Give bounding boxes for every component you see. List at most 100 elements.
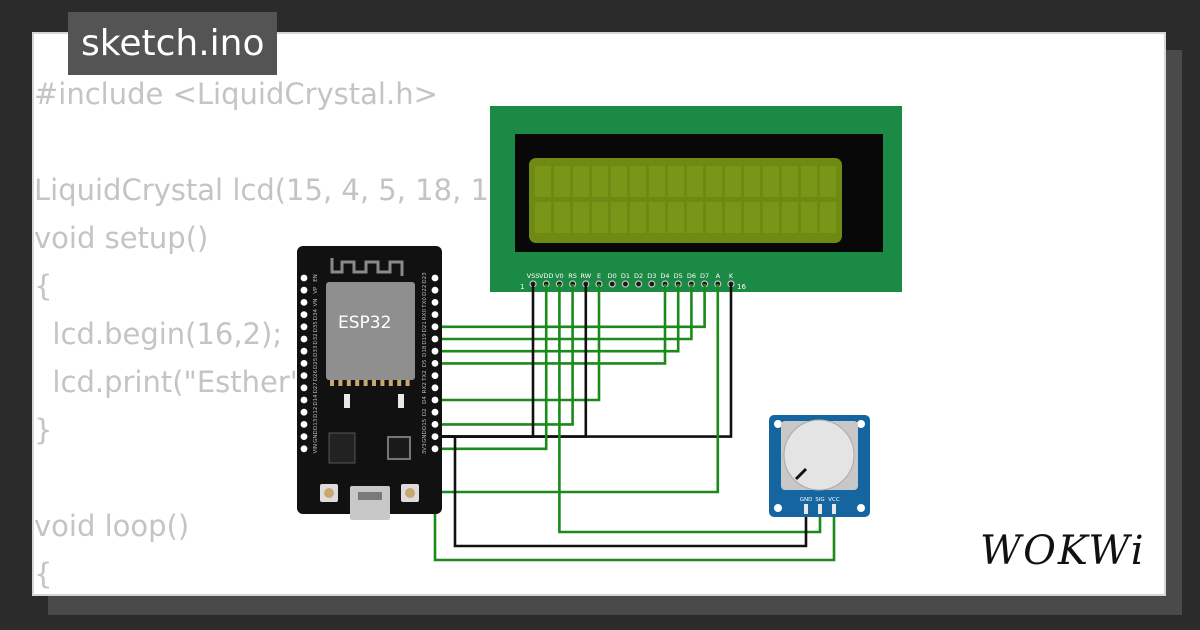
wire[interactable]	[435, 284, 588, 438]
lcd-pin-label: V0	[555, 272, 564, 280]
lcd-pin[interactable]	[648, 280, 656, 288]
esp32-pin[interactable]	[300, 299, 308, 306]
esp32-pin[interactable]	[431, 360, 439, 367]
esp32-pin-label: D26	[313, 369, 319, 381]
lcd-cell	[611, 166, 627, 197]
pot-knob-indicator	[794, 467, 808, 481]
esp32-pin[interactable]	[431, 335, 439, 343]
esp32-pin[interactable]	[300, 286, 308, 294]
esp32-pin[interactable]	[300, 335, 308, 343]
module-leg	[397, 380, 402, 386]
esp32-pin-label: GND	[422, 430, 428, 443]
wires[interactable]	[433, 284, 836, 562]
file-name-tab: sketch.ino	[68, 12, 278, 75]
lcd-cell	[706, 202, 722, 233]
lcd-pin-label: D5	[674, 272, 683, 280]
code-line: {	[34, 557, 53, 591]
lcd-cell	[820, 166, 836, 197]
esp32-pin[interactable]	[431, 384, 439, 392]
esp32-pin[interactable]	[431, 421, 439, 428]
code-line: void loop()	[34, 509, 190, 543]
pot-pin-label: GND	[800, 497, 813, 503]
code-line: lcd.print("Esther");	[34, 365, 325, 399]
lcd-pin-label: D0	[608, 272, 617, 280]
lcd-pin-last: 16	[737, 283, 746, 291]
esp32-pin[interactable]	[431, 311, 439, 318]
wire[interactable]	[435, 284, 601, 402]
esp32-devkit[interactable]: ESP32 ENVPVND34D35D32D33D25D26D27D14D12D…	[297, 246, 442, 520]
lcd-cell	[668, 202, 684, 233]
smd-component	[344, 394, 350, 408]
wire[interactable]	[435, 284, 706, 329]
lcd-pin-label: A	[716, 272, 721, 280]
esp32-pin-label: D23	[422, 272, 428, 284]
wire[interactable]	[435, 284, 733, 438]
esp32-pin[interactable]	[300, 421, 308, 428]
esp32-pin[interactable]	[300, 372, 308, 379]
esp32-pin[interactable]	[300, 274, 308, 282]
lcd-pin-label: RS	[568, 272, 577, 280]
esp32-pin-label: D5	[422, 359, 428, 367]
lcd-pin-label: D1	[621, 272, 630, 280]
esp32-pin-label: RX2	[422, 382, 428, 393]
esp32-pin[interactable]	[431, 433, 439, 440]
esp32-pin[interactable]	[431, 299, 439, 306]
lcd-pin-label: D7	[700, 272, 709, 280]
esp32-pin-label: RX0	[422, 309, 428, 321]
esp32-pin[interactable]	[300, 408, 308, 416]
esp32-pin[interactable]	[300, 311, 308, 318]
wire[interactable]	[435, 284, 574, 426]
code-line: }	[34, 413, 53, 447]
wire[interactable]	[435, 284, 693, 341]
pot-pin[interactable]	[804, 504, 808, 514]
esp32-pin[interactable]	[431, 408, 439, 416]
code-line: void setup()	[34, 221, 209, 255]
pot-pin[interactable]	[832, 504, 836, 514]
esp32-pin-label: D34	[313, 308, 319, 320]
esp32-pin[interactable]	[431, 286, 439, 294]
esp32-pin-label: D19	[422, 333, 428, 345]
usb-chip	[387, 436, 411, 460]
esp32-pin[interactable]	[300, 347, 308, 355]
esp32-pin[interactable]	[300, 384, 308, 392]
lcd-cell	[554, 202, 570, 233]
boot-button-cap	[324, 488, 334, 498]
lcd-pin[interactable]	[634, 280, 643, 288]
wire[interactable]	[433, 284, 720, 494]
esp32-pin[interactable]	[431, 396, 439, 404]
module-legs	[330, 380, 410, 386]
wire[interactable]	[435, 435, 808, 548]
esp32-pin[interactable]	[431, 445, 439, 453]
esp32-chip-label: ESP32	[338, 313, 391, 333]
lcd-cell	[744, 166, 760, 197]
wire[interactable]	[435, 284, 548, 451]
esp32-pin[interactable]	[300, 445, 308, 453]
lcd-pin[interactable]	[608, 280, 616, 288]
wire[interactable]	[435, 284, 667, 365]
wire[interactable]	[435, 284, 535, 438]
esp32-pin[interactable]	[300, 323, 308, 331]
lcd-cell	[801, 202, 817, 233]
esp32-pin-label: D32	[313, 333, 319, 344]
esp32-pin[interactable]	[431, 323, 439, 331]
lcd-cell	[820, 202, 836, 233]
wire[interactable]	[435, 284, 680, 353]
esp32-pin[interactable]	[300, 433, 308, 440]
lcd-cell	[706, 166, 722, 197]
voltage-regulator	[328, 432, 356, 464]
esp32-pin-label: D18	[422, 345, 428, 357]
lcd-cell	[668, 166, 684, 197]
esp32-pin[interactable]	[300, 360, 308, 367]
wire[interactable]	[558, 284, 822, 534]
esp32-pin[interactable]	[431, 347, 439, 355]
lcd-pin[interactable]	[621, 280, 630, 288]
pot-pin[interactable]	[818, 504, 822, 514]
pot-knob[interactable]	[783, 419, 855, 491]
esp32-pin[interactable]	[300, 396, 308, 404]
esp32-pin[interactable]	[431, 372, 439, 379]
esp32-pin[interactable]	[431, 274, 439, 282]
esp32-pin-label: D22	[422, 285, 428, 296]
